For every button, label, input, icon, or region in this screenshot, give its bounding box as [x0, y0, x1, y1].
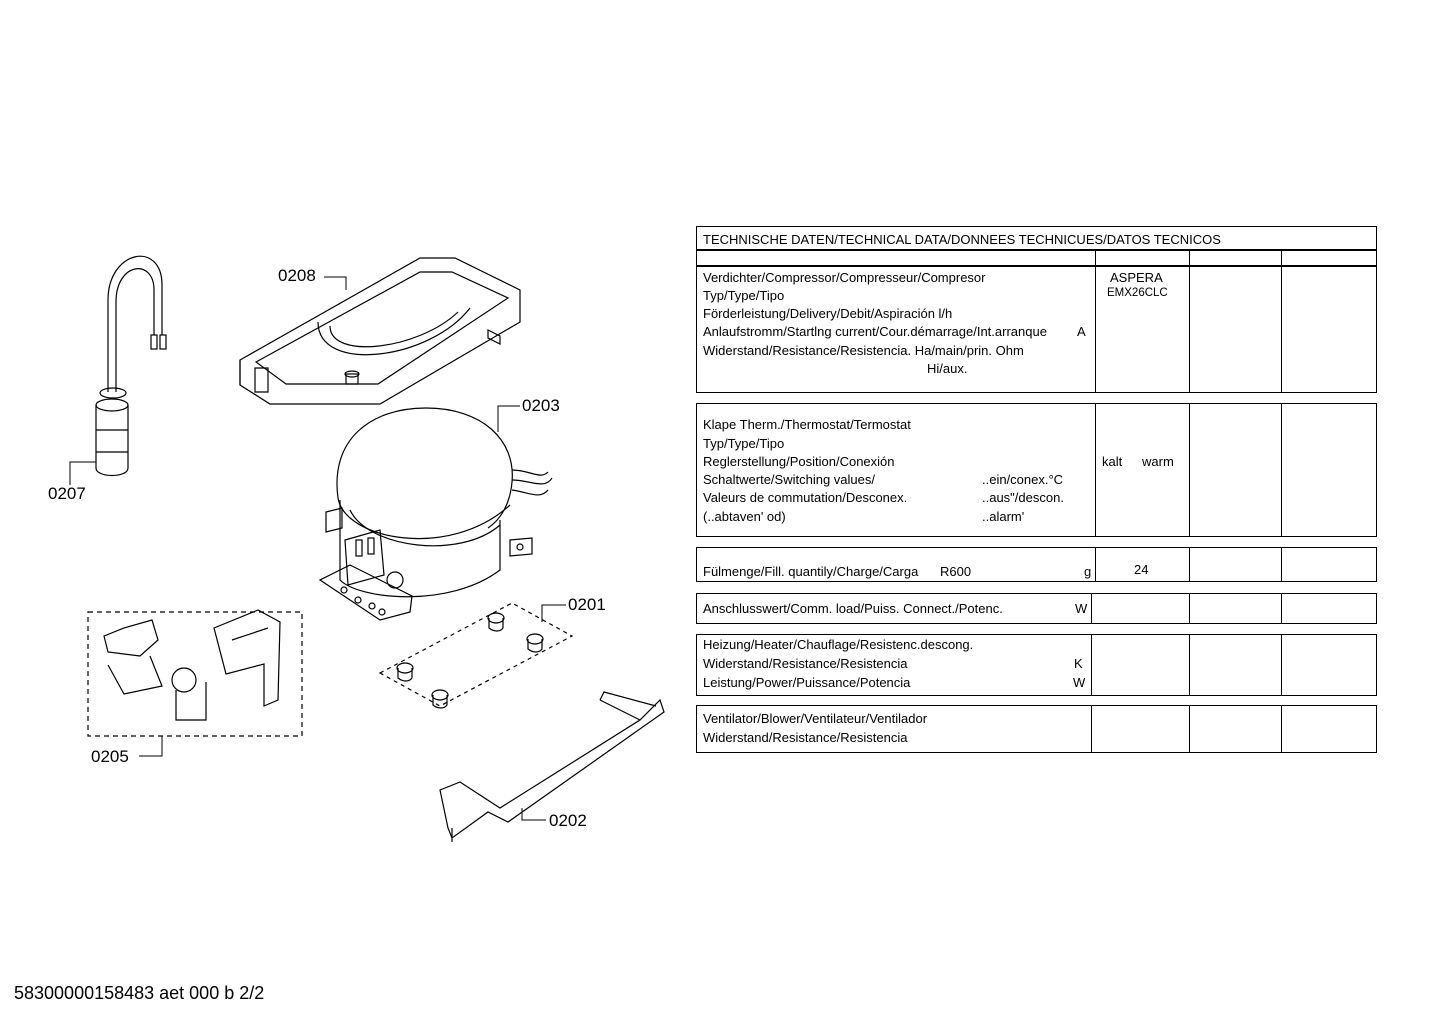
main-resistance-label: Widerstand/Resistance/Resistencia. Ha/ma…	[703, 343, 1024, 358]
ein-conex-label: ..ein/conex.°C	[982, 472, 1064, 487]
thermostat-label: Klape Therm./Thermostat/Termostat	[703, 417, 911, 432]
commutation-label: Valeurs de commutation/Desconex.	[703, 490, 908, 505]
abtaven-label: (..abtaven' od)	[703, 509, 786, 524]
alarm-label: ..alarm'	[982, 509, 1025, 524]
thermostat-type-label: Typ/Type/Tipo	[703, 436, 785, 451]
thermostat-section	[696, 403, 1377, 537]
fan-resistance-label: Widerstand/Resistance/Resistencia	[703, 730, 908, 745]
heater-label: Heizung/Heater/Chauflage/Resistenc.desco…	[703, 637, 974, 652]
connected-load-section	[696, 593, 1377, 624]
heater-section	[696, 634, 1377, 696]
aux-resistance-label: Hi/aux.	[927, 361, 968, 376]
refrigerant-label: R600	[940, 564, 972, 579]
compressor-type-value: EMX26CLC	[1107, 287, 1168, 299]
fan-label: Ventilator/Blower/Ventilateur/Ventilador	[703, 711, 928, 726]
table-subheader-row	[696, 250, 1377, 266]
heater-resistance-label: Widerstand/Resistance/Resistencia	[703, 656, 908, 671]
table-header-title: TECHNISCHE DATEN/TECHNICAL DATA/DONNEES …	[703, 232, 1221, 247]
delivery-label: Förderleistung/Delivery/Debit/Aspiración…	[703, 306, 953, 321]
fill-quantity-label: Fülmenge/Fill. quantily/Charge/Carga	[703, 564, 919, 579]
compressor-section	[696, 266, 1377, 393]
fan-section	[696, 705, 1377, 753]
document-footer-id: 58300000158483 aet 000 b 2/2	[14, 983, 265, 1003]
part-label-0205: 0205	[91, 747, 129, 766]
heater-power-label: Leistung/Power/Puissance/Potencia	[703, 675, 911, 690]
connected-load-label: Anschlusswert/Comm. load/Puiss. Connect.…	[703, 601, 1003, 616]
starter-relay-drawing	[87, 609, 303, 737]
leader-lines	[69, 276, 566, 821]
capacitor-drawing	[95, 255, 167, 477]
heater-resistance-unit: K	[1074, 656, 1083, 671]
fill-quantity-unit: g	[1084, 564, 1092, 579]
fill-quantity-section	[696, 547, 1377, 582]
position-kalt: kalt	[1102, 454, 1123, 469]
heater-power-unit: W	[1073, 675, 1086, 690]
part-label-0207: 0207	[48, 484, 86, 503]
exploded-parts-diagram	[69, 255, 665, 842]
position-warm: warm	[1142, 454, 1174, 469]
starting-current-label: Anlaufstromm/Startlng current/Cour.démar…	[703, 324, 1047, 339]
aus-descon-label: ..aus"/descon.	[982, 490, 1064, 505]
drip-tray-drawing	[239, 257, 521, 405]
fill-quantity-value: 24	[1134, 562, 1149, 577]
part-label-0201: 0201	[568, 595, 606, 614]
part-label-0203: 0203	[522, 396, 560, 415]
part-label-0202: 0202	[549, 811, 587, 830]
position-label: Reglerstellung/Position/Conexión	[703, 454, 895, 469]
switching-values-label: Schaltwerte/Switching values/	[703, 472, 875, 487]
starting-current-unit: A	[1077, 324, 1086, 339]
table-header-box	[696, 226, 1377, 250]
grommets-drawing	[378, 602, 574, 709]
compressor-drawing	[318, 407, 553, 621]
type-label: Typ/Type/Tipo	[703, 288, 785, 303]
compressor-label: Verdichter/Compressor/Compresseur/Compre…	[703, 270, 986, 285]
connected-load-unit: W	[1075, 601, 1088, 616]
compressor-make-value: ASPERA	[1110, 270, 1163, 285]
mounting-rail-drawing	[439, 691, 665, 842]
part-label-0208: 0208	[278, 266, 316, 285]
